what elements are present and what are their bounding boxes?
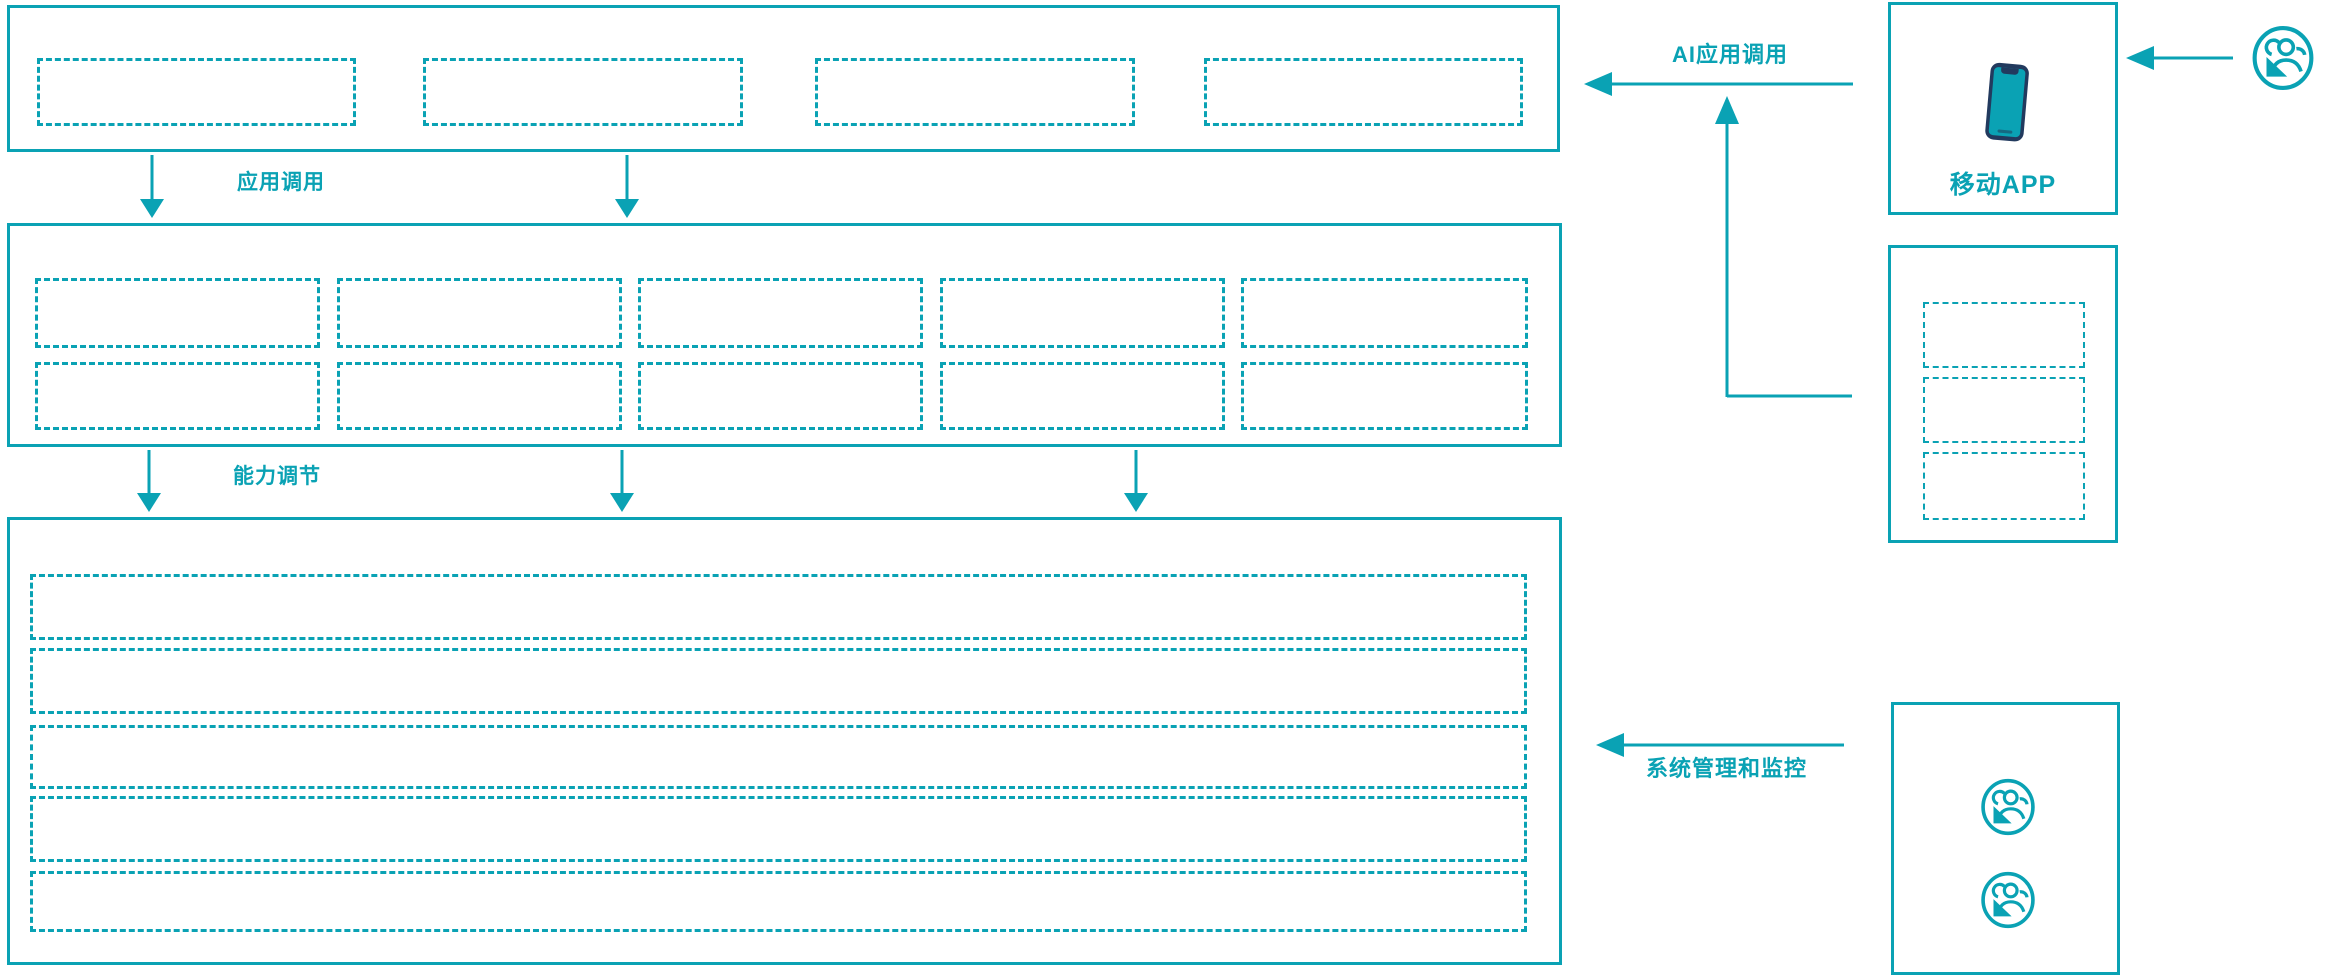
placeholder-box (1241, 362, 1528, 430)
placeholder-box (35, 362, 320, 430)
placeholder-row (30, 725, 1527, 789)
user-group-icon (1979, 777, 2037, 837)
placeholder-box (1923, 302, 2085, 368)
placeholder-box (337, 362, 622, 430)
placeholder-row (30, 871, 1527, 932)
placeholder-box (638, 362, 923, 430)
placeholder-box (423, 58, 743, 126)
system-admin-arrow (1596, 733, 1844, 757)
placeholder-box (1204, 58, 1523, 126)
placeholder-box (1923, 377, 2085, 443)
capability-layer-box (7, 223, 1562, 447)
smartphone-icon (1975, 53, 2039, 154)
app-call-label: 应用调用 (237, 171, 325, 194)
user-group-icon (2250, 24, 2316, 92)
resource-layer-box (7, 517, 1562, 965)
placeholder-box (940, 278, 1225, 348)
placeholder-box (35, 278, 320, 348)
system-admin-label: 系统管理和监控 (1646, 756, 1808, 781)
ai-app-call-label: AI应用调用 (1672, 42, 1789, 67)
placeholder-box (940, 362, 1225, 430)
placeholder-box (1241, 278, 1528, 348)
device-box (1888, 245, 2118, 543)
placeholder-row (30, 648, 1527, 714)
app-call-arrows (140, 155, 639, 218)
admin-box (1891, 702, 2120, 975)
placeholder-box (815, 58, 1135, 126)
capability-adjust-label: 能力调节 (233, 465, 321, 488)
device-uplink-arrow (1715, 96, 1852, 398)
placeholder-row (30, 574, 1527, 640)
user-to-app-arrow (2126, 46, 2233, 70)
mobile-app-label: 移动APP (1949, 171, 2057, 199)
mobile-app-box: 移动APP (1888, 2, 2118, 215)
app-layer-box (7, 5, 1560, 152)
placeholder-box (37, 58, 356, 126)
placeholder-row (30, 796, 1527, 862)
placeholder-box (1923, 452, 2085, 520)
placeholder-box (638, 278, 923, 348)
user-group-icon (1979, 870, 2037, 930)
placeholder-box (337, 278, 622, 348)
ai-app-call-arrow (1584, 72, 1853, 96)
